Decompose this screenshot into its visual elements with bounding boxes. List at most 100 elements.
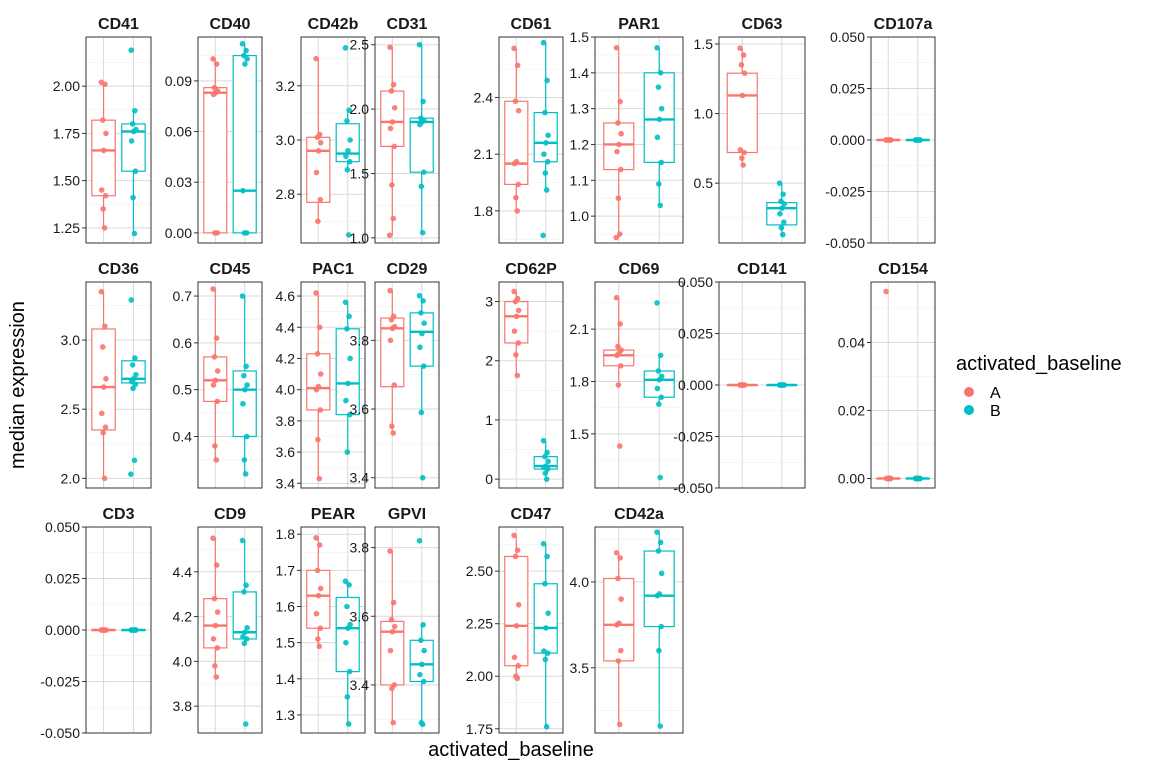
box-group-a xyxy=(306,55,331,225)
data-point xyxy=(914,137,921,143)
panel-title: CD45 xyxy=(210,261,251,278)
y-tick-label: 0.050 xyxy=(678,274,713,290)
data-point xyxy=(315,592,322,599)
data-point xyxy=(391,105,398,111)
data-point xyxy=(419,330,425,337)
data-point xyxy=(617,362,624,369)
panel-title: GPVI xyxy=(388,506,426,523)
data-point xyxy=(779,231,786,238)
y-tick-label: 0.09 xyxy=(165,73,192,89)
data-point xyxy=(543,476,550,482)
box-group-b xyxy=(533,39,558,239)
data-point xyxy=(542,656,549,663)
y-tick-label: 4.4 xyxy=(173,564,193,580)
data-point xyxy=(346,107,352,113)
data-point xyxy=(740,52,747,58)
data-point xyxy=(515,307,522,314)
data-point xyxy=(617,98,623,105)
data-point xyxy=(243,582,249,589)
data-point xyxy=(418,183,425,190)
box-group-a xyxy=(306,290,331,482)
data-point xyxy=(130,128,137,135)
data-point xyxy=(344,167,351,173)
y-tick-label: 1.50 xyxy=(53,173,80,189)
y-tick-label: 3.8 xyxy=(276,413,296,429)
data-point xyxy=(315,636,321,642)
data-point xyxy=(344,118,350,124)
data-point xyxy=(542,470,549,477)
y-tick-label: 4.0 xyxy=(570,574,590,590)
y-tick-label: 0.6 xyxy=(173,335,193,351)
data-point xyxy=(419,721,426,728)
data-point xyxy=(515,662,522,669)
data-point xyxy=(212,377,219,384)
data-point xyxy=(344,449,351,455)
y-tick-label: 4.2 xyxy=(276,350,296,366)
data-point xyxy=(542,453,548,460)
data-point xyxy=(128,297,135,303)
data-point xyxy=(654,529,660,535)
data-point xyxy=(417,671,423,678)
y-tick-label: 1.4 xyxy=(276,671,296,687)
data-point xyxy=(212,663,218,669)
y-tick-label: 2.00 xyxy=(466,668,493,684)
y-tick-label: -0.025 xyxy=(40,674,80,690)
y-tick-label: 0.025 xyxy=(830,81,865,97)
data-point xyxy=(541,151,547,157)
data-point xyxy=(213,457,220,463)
x-axis-title: activated_baseline xyxy=(428,739,594,761)
data-point xyxy=(387,44,393,51)
panel-title: CD42a xyxy=(614,506,664,523)
data-point xyxy=(420,298,426,304)
y-tick-label: 1.2 xyxy=(570,136,590,152)
y-tick-label: 2.0 xyxy=(350,101,370,117)
data-point xyxy=(543,723,550,730)
data-point xyxy=(419,229,426,236)
box-group-b xyxy=(643,529,675,729)
data-point xyxy=(342,578,349,585)
data-point xyxy=(241,230,248,236)
box-group-a xyxy=(876,137,901,143)
data-point xyxy=(389,325,396,332)
data-point xyxy=(540,437,547,444)
y-tick-label: 4.2 xyxy=(173,609,193,625)
legend-title: activated_baseline xyxy=(956,353,1122,375)
data-point xyxy=(386,232,393,239)
data-point xyxy=(617,647,624,654)
y-tick-label: 1.5 xyxy=(694,36,714,52)
y-tick-label: 1.0 xyxy=(570,208,590,224)
y-tick-label: 0.4 xyxy=(173,429,193,445)
data-point xyxy=(316,643,323,650)
data-point xyxy=(100,627,106,633)
data-point xyxy=(741,149,748,156)
data-point xyxy=(387,647,394,654)
data-point xyxy=(544,449,550,456)
box-group-a xyxy=(203,286,228,463)
y-tick-label: 0.050 xyxy=(45,519,80,535)
panel-border xyxy=(594,281,684,489)
panel-border xyxy=(870,36,936,244)
data-point xyxy=(387,548,393,554)
panel-title: CD63 xyxy=(742,16,783,33)
data-point xyxy=(543,625,549,631)
panel-background xyxy=(871,282,935,488)
panel-border xyxy=(197,526,263,734)
data-point xyxy=(657,202,664,209)
data-point xyxy=(419,661,425,668)
data-point xyxy=(346,158,353,165)
data-point xyxy=(545,132,551,139)
data-point xyxy=(342,45,349,51)
y-tick-label: 3.5 xyxy=(570,660,590,676)
data-point xyxy=(615,575,621,582)
data-point xyxy=(739,92,746,99)
panel-border xyxy=(85,281,152,489)
data-point xyxy=(613,294,620,301)
data-point xyxy=(101,475,108,482)
data-point xyxy=(130,627,136,633)
box-group-b xyxy=(409,537,434,728)
data-point xyxy=(544,650,551,656)
data-point xyxy=(658,623,665,630)
